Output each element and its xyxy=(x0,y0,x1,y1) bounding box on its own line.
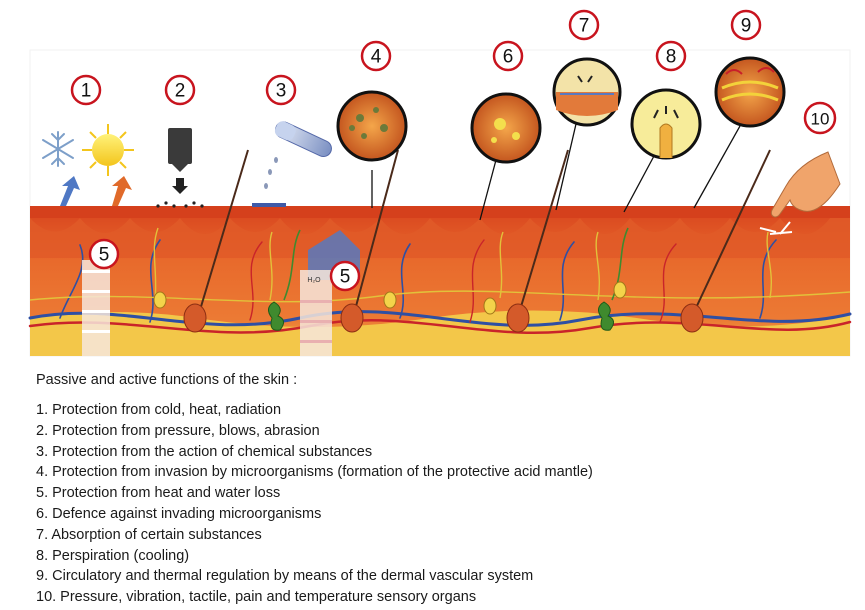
marker-5-right: 5 xyxy=(331,262,359,290)
functions-list: 1. Protection from cold, heat, radiation… xyxy=(36,400,593,608)
marker-1: 1 xyxy=(72,76,100,104)
marker-3-label: 3 xyxy=(276,81,287,102)
marker-6: 6 xyxy=(494,42,522,70)
function-item-9: 9. Circulatory and thermal regulation by… xyxy=(36,566,593,587)
marker-6-label: 6 xyxy=(503,47,514,68)
marker-9-label: 9 xyxy=(741,16,752,37)
function-item-3: 3. Protection from the action of chemica… xyxy=(36,442,593,463)
function-item-7: 7. Absorption of certain substances xyxy=(36,525,593,546)
marker-10-label: 10 xyxy=(811,110,830,129)
function-item-8: 8. Perspiration (cooling) xyxy=(36,546,593,567)
marker-9: 9 xyxy=(732,11,760,39)
function-item-1: 1. Protection from cold, heat, radiation xyxy=(36,400,593,421)
function-item-4: 4. Protection from invasion by microorga… xyxy=(36,462,593,483)
marker-5-left: 5 xyxy=(90,240,118,268)
skin-cross-section-illustration: H₂O xyxy=(0,0,865,360)
water-label: H₂O xyxy=(307,277,321,284)
marker-2-label: 2 xyxy=(175,81,186,102)
function-item-2: 2. Protection from pressure, blows, abra… xyxy=(36,421,593,442)
function-item-6: 6. Defence against invading microorganis… xyxy=(36,504,593,525)
function-item-10: 10. Pressure, vibration, tactile, pain a… xyxy=(36,587,593,608)
marker-2: 2 xyxy=(166,76,194,104)
marker-8-label: 8 xyxy=(666,47,677,68)
skin-tissue xyxy=(30,206,850,356)
heat-water-loss-strip-left xyxy=(82,260,110,356)
marker-4-label: 4 xyxy=(371,47,382,68)
marker-1-label: 1 xyxy=(81,81,92,102)
function-item-5: 5. Protection from heat and water loss xyxy=(36,483,593,504)
marker-4: 4 xyxy=(362,42,390,70)
marker-10: 10 xyxy=(805,103,835,133)
marker-5-left-label: 5 xyxy=(99,245,110,266)
marker-8: 8 xyxy=(657,42,685,70)
functions-caption: Passive and active functions of the skin… xyxy=(36,372,297,388)
marker-5-right-label: 5 xyxy=(340,267,351,288)
marker-7: 7 xyxy=(570,11,598,39)
marker-3: 3 xyxy=(267,76,295,104)
marker-7-label: 7 xyxy=(579,16,590,37)
